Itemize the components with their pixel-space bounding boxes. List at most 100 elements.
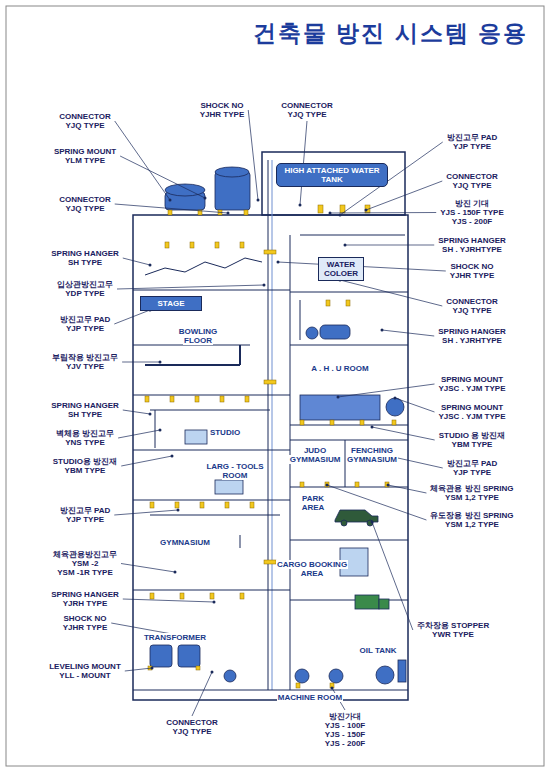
callout-label: YSM -1R TYPE: [56, 568, 114, 577]
room-label: PARK: [301, 494, 325, 503]
callout-label: YJHR TYPE: [449, 271, 495, 280]
leader-dot: [169, 199, 172, 202]
leader-line: [382, 330, 434, 336]
callout-label: YJS - 100F: [324, 721, 366, 730]
room-label: AREA: [300, 569, 325, 578]
stage-box: STAGE: [140, 296, 202, 311]
room-label: A . H . U ROOM: [310, 364, 369, 373]
callout-label: YJP TYPE: [452, 468, 492, 477]
callout-label: CONNECTOR: [165, 718, 218, 727]
callout-label: YJS - 150F: [324, 730, 366, 739]
leader-dot: [371, 521, 374, 524]
leader-line: [125, 668, 152, 671]
room-label: MACHINE ROOM: [277, 693, 343, 702]
callout-label: YLL - MOUNT: [58, 671, 111, 680]
callout-label: SPRING HANGER: [437, 327, 507, 336]
leader-dot: [211, 671, 214, 674]
callout-label: SHOCK NO: [199, 101, 244, 110]
leader-dot: [159, 361, 162, 364]
callout-label: CONNECTOR: [445, 172, 498, 181]
room-label: GYMNASIUM: [159, 538, 211, 547]
leader-dot: [159, 429, 162, 432]
callout-label: STUDIO용 방진재: [52, 457, 118, 466]
callout-label: YJQ TYPE: [64, 204, 105, 213]
leader-dot: [344, 244, 347, 247]
node-label: HIGH ATTACHED WATER TANK: [284, 166, 379, 184]
leader-dot: [331, 687, 334, 690]
callout-label: SPRING MOUNT: [440, 375, 504, 384]
callout-label: 주차장용 STOPPER: [416, 621, 490, 630]
node-label: WATER COLOER: [324, 260, 358, 278]
leader-dot: [174, 571, 177, 574]
callout-label: YJS - 150F TYPE: [439, 208, 505, 217]
callout-label: YLM TYPE: [64, 156, 106, 165]
water-cooler: WATER COLOER: [318, 257, 364, 281]
leader-dot: [151, 667, 154, 670]
leader-line: [327, 485, 426, 520]
callout-label: 벽체용 방진고무: [55, 429, 115, 438]
leader-dot: [277, 261, 280, 264]
callout-label: SPRING HANGER: [50, 590, 120, 599]
callout-label: YJRH TYPE: [62, 599, 108, 608]
leader-dot: [213, 601, 216, 604]
leader-line: [120, 156, 205, 198]
callout-label: YJV TYPE: [65, 362, 105, 371]
leader-dot: [394, 397, 397, 400]
leader-dot: [227, 212, 230, 215]
callout-label: 방진고무 PAD: [59, 315, 112, 324]
leader-dot: [263, 284, 266, 287]
room-label: BOWLING: [178, 327, 219, 336]
callout-label: YSM -2: [71, 559, 100, 568]
leader-line: [114, 510, 178, 515]
callout-label: LEVELING MOUNT: [48, 662, 122, 671]
callout-label: SPRING HANGER: [50, 401, 120, 410]
callout-label: SH . YJRHTYPE: [441, 336, 503, 345]
leader-dot: [149, 413, 152, 416]
callout-label: SH TYPE: [67, 410, 103, 419]
callout-label: YJSC . YJM TYPE: [438, 384, 507, 393]
leader-dot: [381, 329, 384, 332]
leader-line: [388, 485, 426, 493]
callout-label: 방진가대: [328, 712, 362, 721]
leader-dot: [387, 484, 390, 487]
callout-label: SPRING MOUNT: [440, 403, 504, 412]
callout-label: YJQ TYPE: [451, 181, 492, 190]
room-label: GYMNASIUM: [346, 455, 398, 464]
callout-label: YJSC . YJM TYPE: [438, 412, 507, 421]
leader-dot: [339, 214, 342, 217]
callout-label: SHOCK NO: [62, 614, 107, 623]
callout-label: SPRING HANGER: [50, 249, 120, 258]
callout-label: STUDIO 용 방진재: [438, 431, 507, 440]
leader-dot: [365, 209, 368, 212]
leader-line: [123, 410, 150, 414]
room-label: OIL TANK: [358, 646, 397, 655]
room-label: STUDIO: [209, 428, 241, 437]
callout-label: YJQ TYPE: [171, 727, 212, 736]
leader-line: [345, 245, 434, 246]
leader-dot: [171, 455, 174, 458]
leader-line: [395, 398, 435, 412]
leader-line: [122, 362, 160, 363]
leader-line: [372, 427, 435, 440]
room-label: FLOOR: [183, 336, 213, 345]
callout-label: 유도장용 방진 SPRING: [429, 511, 514, 520]
callout-label: 방진고무 PAD: [446, 133, 499, 142]
callout-label: SH TYPE: [67, 258, 103, 267]
callout-label: YJQ TYPE: [286, 110, 327, 119]
room-label: CARGO BOOKING: [276, 560, 348, 569]
leader-line: [330, 212, 436, 214]
leader-line: [340, 280, 442, 306]
callout-label: 방진고무 PAD: [59, 506, 112, 515]
callout-label: YBM TYPE: [451, 440, 494, 449]
callout-label: YJHR TYPE: [62, 623, 108, 632]
callout-label: 체육관용 방진 SPRING: [429, 484, 514, 493]
room-label: AREA: [301, 503, 326, 512]
leader-dot: [177, 509, 180, 512]
leader-line: [115, 121, 170, 200]
callout-label: SH . YJRHTYPE: [441, 245, 503, 254]
callout-label: CONNECTOR: [58, 195, 111, 204]
water-tank: HIGH ATTACHED WATER TANK: [276, 163, 388, 187]
leader-dot: [257, 199, 260, 202]
callout-label: YBM TYPE: [64, 466, 107, 475]
callout-label: YJQ TYPE: [64, 121, 105, 130]
